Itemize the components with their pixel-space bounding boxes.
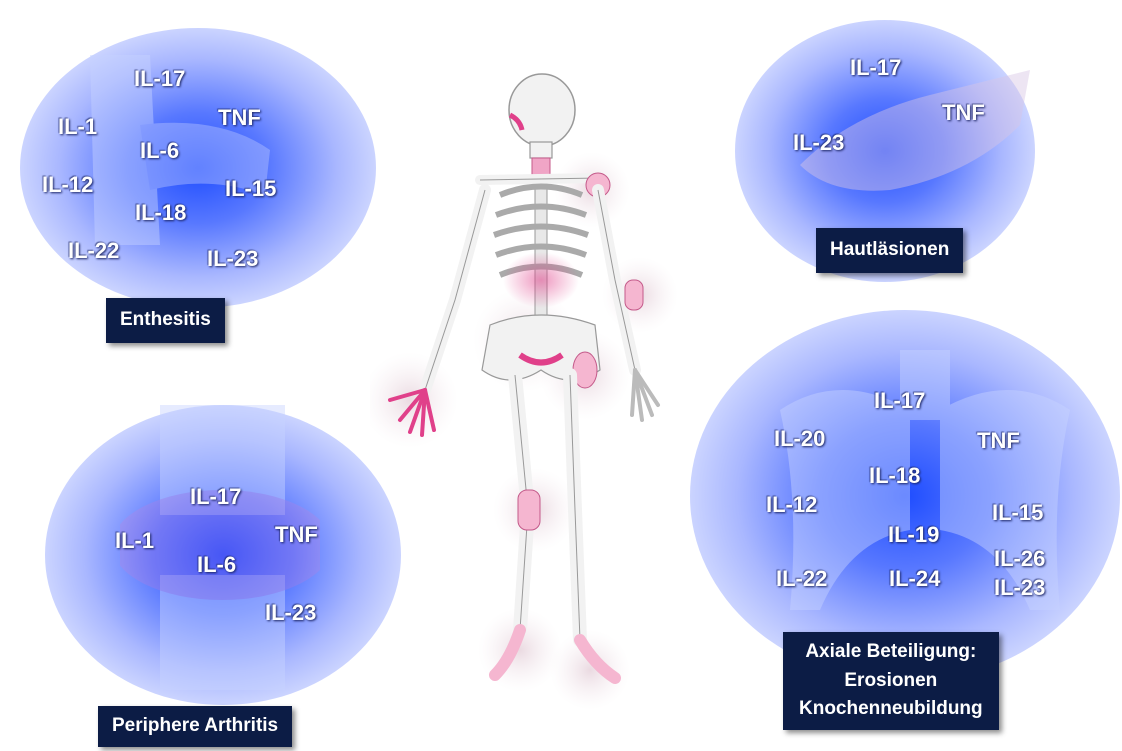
axial-cytokine: IL-22 [776,566,827,592]
axial-cytokine: IL-19 [888,522,939,548]
enthesitis-cytokine: IL-6 [140,138,179,164]
skin-cytokine: IL-23 [793,130,844,156]
arthritis-cytokine: IL-23 [265,600,316,626]
axiale-label-line: Axiale Beteiligung: [799,638,983,667]
enthesitis-cytokine: IL-22 [68,238,119,264]
arthritis-cytokine: IL-1 [115,528,154,554]
enthesitis-cytokine: IL-1 [58,114,97,140]
axial-cytokine: IL-23 [994,575,1045,601]
enthesitis-cytokine: IL-12 [42,172,93,198]
axial-cytokine: IL-24 [889,566,940,592]
enthesitis-cytokine: IL-17 [134,66,185,92]
axiale-label-line: Knochenneubildung [799,695,983,724]
hautlaesionen-label: Hautläsionen [816,228,963,273]
axiale-label-line: Erosionen [799,667,983,696]
enthesitis-cytokine: IL-18 [135,200,186,226]
skin-cytokine: TNF [942,100,985,126]
enthesitis-cytokine: TNF [218,105,261,131]
arthritis-cytokine: IL-17 [190,484,241,510]
skeleton-illustration [370,70,690,710]
enthesitis-label: Enthesitis [106,298,225,343]
arthritis-cytokine: TNF [275,522,318,548]
skin-cytokine: IL-17 [850,55,901,81]
enthesitis-cytokine: IL-15 [225,176,276,202]
enthesitis-cytokine: IL-23 [207,246,258,272]
axial-cytokine: TNF [977,428,1020,454]
axial-cytokine: IL-15 [992,500,1043,526]
axial-cytokine: IL-17 [874,388,925,414]
axial-cytokine: IL-26 [994,546,1045,572]
periphere-arthritis-label: Periphere Arthritis [98,706,292,747]
axial-cytokine: IL-12 [766,492,817,518]
skin-hand-illustration [790,55,1040,195]
axial-cytokine: IL-20 [774,426,825,452]
axiale-beteiligung-label: Axiale Beteiligung: Erosionen Knochenneu… [783,632,999,730]
axial-cytokine: IL-18 [869,463,920,489]
arthritis-cytokine: IL-6 [197,552,236,578]
